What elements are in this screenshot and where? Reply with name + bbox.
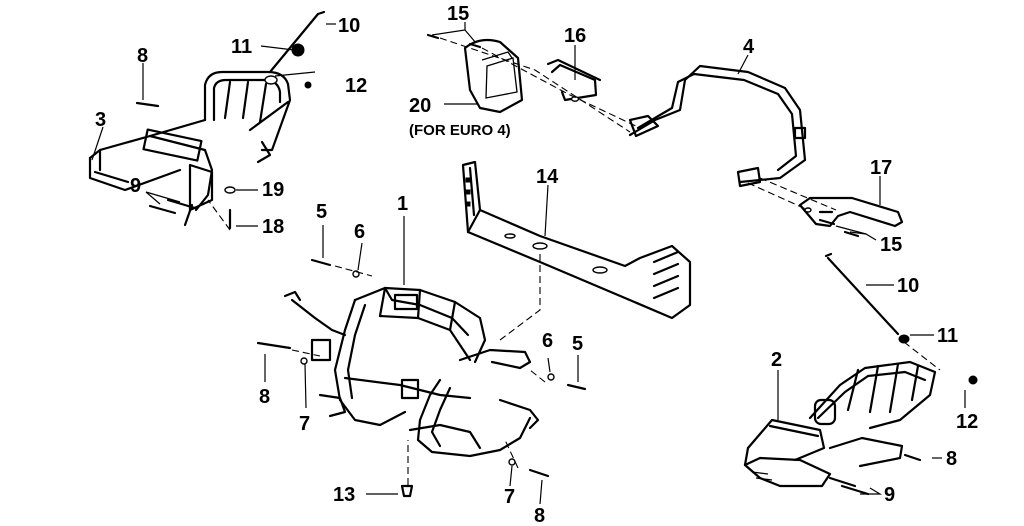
- callout-12-lower: 12: [956, 411, 978, 433]
- part-20-euro4-plate: [463, 38, 524, 114]
- callout-11-upper: 11: [231, 36, 252, 58]
- callout-7-left: 7: [299, 413, 310, 435]
- callout-8-right: 8: [946, 448, 957, 470]
- callout-labels: 10 11 12 8 3 9 19 18 5 6 1 15 16 20 (FOR…: [95, 3, 978, 526]
- part-4-grab-bar: [628, 64, 807, 188]
- callout-8-bottom: 8: [534, 505, 545, 526]
- callout-3: 3: [95, 109, 106, 131]
- callout-10-lower: 10: [897, 275, 919, 297]
- callout-18: 18: [262, 216, 284, 238]
- callout-9-right: 9: [884, 484, 895, 506]
- callout-12-upper: 12: [345, 75, 367, 97]
- assembly-lines: [207, 37, 941, 485]
- part-17-bracket: [798, 196, 904, 228]
- callout-13: 13: [333, 484, 355, 506]
- callout-11-lower: 11: [937, 325, 958, 347]
- part-2-front-rack: [743, 360, 937, 488]
- nut-11-lower-icon: [898, 334, 910, 344]
- callout-15-right: 15: [880, 234, 902, 256]
- callout-7-right: 7: [504, 486, 515, 508]
- part-10-rod-lower: [824, 252, 900, 336]
- callout-5-right: 5: [572, 333, 583, 355]
- euro4-note: (FOR EURO 4): [409, 122, 511, 139]
- callout-10-upper: 10: [338, 15, 360, 37]
- callout-20: 20: [409, 95, 431, 117]
- callout-6-right: 6: [542, 330, 553, 352]
- callout-8-left: 8: [259, 386, 270, 408]
- leader-lines: [91, 22, 966, 505]
- callout-17: 17: [870, 157, 892, 179]
- callout-19: 19: [262, 179, 284, 201]
- part-1-main-frame: [283, 286, 540, 458]
- callout-15-top: 15: [447, 3, 469, 25]
- callout-14: 14: [536, 166, 559, 188]
- callout-2: 2: [771, 349, 782, 371]
- part-3-rear-carrier: [88, 70, 292, 227]
- callout-9-left: 9: [130, 175, 141, 197]
- part-10-rod-upper: [268, 10, 326, 74]
- fasteners: [135, 33, 978, 498]
- part-14-bracket-plate: [461, 160, 692, 320]
- callout-1: 1: [397, 193, 408, 215]
- callout-8-top: 8: [137, 45, 148, 67]
- callout-5-left: 5: [316, 201, 327, 223]
- callout-16: 16: [564, 25, 586, 47]
- callout-4: 4: [743, 36, 755, 58]
- callout-6-left: 6: [354, 221, 365, 243]
